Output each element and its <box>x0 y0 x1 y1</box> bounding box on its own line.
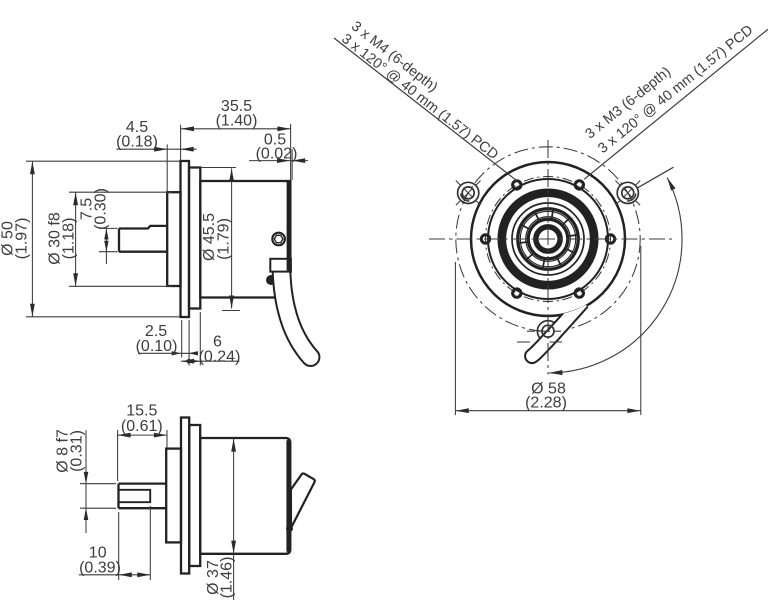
svg-text:10: 10 <box>89 545 107 562</box>
svg-text:(1.79): (1.79) <box>216 218 233 260</box>
svg-text:(0.61): (0.61) <box>121 418 163 435</box>
svg-text:(0.18): (0.18) <box>116 134 158 151</box>
svg-text:0.5: 0.5 <box>264 132 286 149</box>
svg-text:(0.39): (0.39) <box>79 559 121 576</box>
svg-text:Ø 45.5: Ø 45.5 <box>201 213 218 261</box>
svg-text:(1.97): (1.97) <box>14 218 31 260</box>
svg-text:7.5: 7.5 <box>79 198 96 220</box>
svg-text:(0.02): (0.02) <box>256 146 298 163</box>
svg-text:(0.10): (0.10) <box>136 338 178 355</box>
svg-text:Ø 50: Ø 50 <box>0 221 17 256</box>
svg-text:Ø 30 f8: Ø 30 f8 <box>47 212 64 265</box>
svg-text:(0.30): (0.30) <box>93 188 110 230</box>
svg-text:Ø 37: Ø 37 <box>205 560 222 595</box>
svg-text:Ø 8 f7: Ø 8 f7 <box>55 429 72 473</box>
svg-text:(1.46): (1.46) <box>219 557 236 599</box>
svg-text:(1.40): (1.40) <box>216 113 258 130</box>
svg-text:35.5: 35.5 <box>221 98 252 115</box>
svg-text:15.5: 15.5 <box>126 403 157 420</box>
svg-text:(1.18): (1.18) <box>61 218 78 260</box>
svg-text:Ø 58: Ø 58 <box>531 381 566 398</box>
svg-text:(0.24): (0.24) <box>199 349 241 366</box>
svg-text:6: 6 <box>213 334 222 351</box>
svg-text:4.5: 4.5 <box>126 119 148 136</box>
svg-text:2.5: 2.5 <box>145 323 167 340</box>
svg-text:(0.31): (0.31) <box>69 430 86 472</box>
svg-text:(2.28): (2.28) <box>525 395 567 412</box>
